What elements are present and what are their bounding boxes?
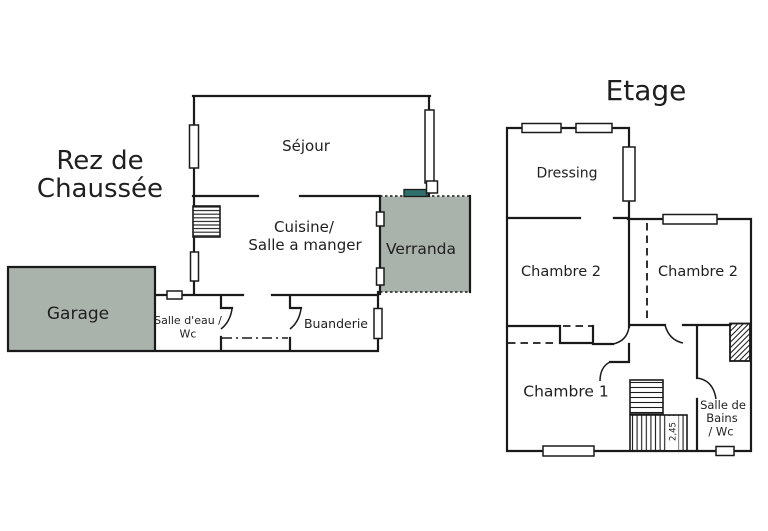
sejour-right-window: [424, 109, 435, 184]
verranda-wall-window-2: [375, 267, 385, 286]
verranda-wall-window-1: [375, 211, 385, 227]
label-salle-de-bains-line1: Salle de: [700, 398, 746, 412]
bathroom-hatched-fixture: [729, 322, 751, 362]
ground-floor-title-line2: Chaussée: [37, 174, 163, 204]
upper-floor-windows: [521, 122, 735, 457]
label-dressing: Dressing: [536, 166, 597, 182]
sejour-window-cap: [425, 180, 439, 194]
upper-floor-plan: 2,45 Etage Dressing Chambre 2 Chambre 2 …: [505, 74, 753, 457]
label-sejour: Séjour: [282, 137, 331, 155]
stair-dimension-label: 2,45: [669, 422, 679, 441]
ground-floor-door-arcs: [220, 308, 302, 330]
label-buanderie: Buanderie: [304, 316, 368, 331]
label-salle-de-bains-line3: / Wc: [708, 425, 733, 439]
label-salle-eau-line2: Wc: [180, 328, 197, 341]
dressing-top-window-1: [521, 122, 562, 134]
verranda-room-fill: [380, 196, 470, 292]
cuisine-left-window: [189, 251, 200, 282]
stair-dimension-strip: [665, 416, 679, 450]
ground-floor-plan: Rez de Chaussée Séjour Cuisine/ Salle a …: [6, 94, 472, 353]
verranda-dotted-edges: [380, 195, 470, 293]
label-garage: Garage: [47, 304, 109, 324]
chambre1-window: [542, 445, 595, 457]
label-salle-de-bains-line2: Bains: [706, 411, 737, 425]
upper-floor-dashed-lines: [508, 223, 648, 344]
sejour-left-window: [188, 124, 200, 169]
label-cuisine-line2: Salle a manger: [248, 236, 362, 254]
verranda-door-accent: [403, 188, 428, 198]
ground-floor-title-line1: Rez de: [56, 146, 143, 176]
upper-stairs-upper-flight: [629, 379, 664, 415]
ground-floor-stairs: [192, 205, 221, 238]
label-verranda: Verranda: [386, 240, 456, 258]
dressing-side-window: [622, 146, 636, 202]
garage-room-fill: [9, 268, 154, 350]
dressing-top-window-2: [575, 122, 613, 134]
upper-floor-door-arcs: [599, 324, 717, 400]
label-cuisine-line1: Cuisine/: [274, 218, 335, 236]
buanderie-window: [373, 307, 383, 340]
bathroom-window: [715, 445, 735, 457]
label-chambre1: Chambre 1: [523, 383, 608, 401]
ground-floor-windows: [166, 109, 439, 340]
chambre2-right-window: [662, 213, 718, 225]
label-salle-eau-line1: Salle d'eau /: [154, 314, 222, 327]
label-chambre2-right: Chambre 2: [658, 264, 738, 280]
upper-floor-title: Etage: [606, 74, 687, 107]
salle-eau-window: [166, 290, 183, 300]
label-chambre2-left: Chambre 2: [521, 264, 601, 280]
